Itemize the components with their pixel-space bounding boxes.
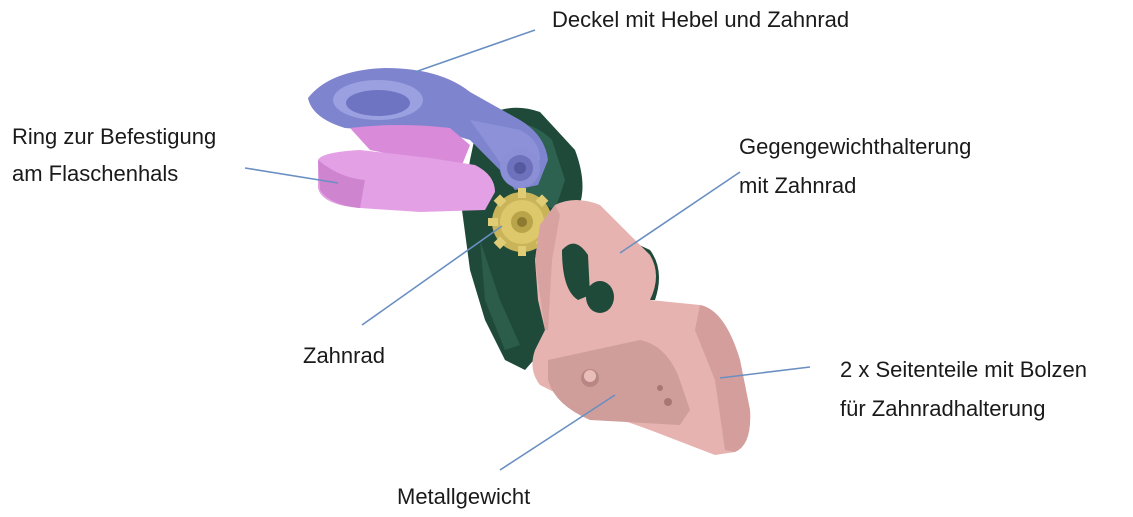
label-seitenteile-line2: für Zahnradhalterung <box>840 393 1045 424</box>
leader-line-metallgewicht <box>500 395 615 470</box>
label-ring-line2: am Flaschenhals <box>12 158 178 189</box>
label-deckel: Deckel mit Hebel und Zahnrad <box>552 4 849 35</box>
label-gegengewicht-line1: Gegengewichthalterung <box>739 131 971 162</box>
label-ring-line1: Ring zur Befestigung <box>12 121 216 152</box>
label-seitenteile-line1: 2 x Seitenteile mit Bolzen <box>840 354 1087 385</box>
leader-line-deckel <box>415 30 535 72</box>
label-metallgewicht: Metallgewicht <box>397 481 530 512</box>
label-zahnrad: Zahnrad <box>303 340 385 371</box>
label-gegengewicht-line2: mit Zahnrad <box>739 170 856 201</box>
leader-line-gegengewicht <box>620 172 740 253</box>
